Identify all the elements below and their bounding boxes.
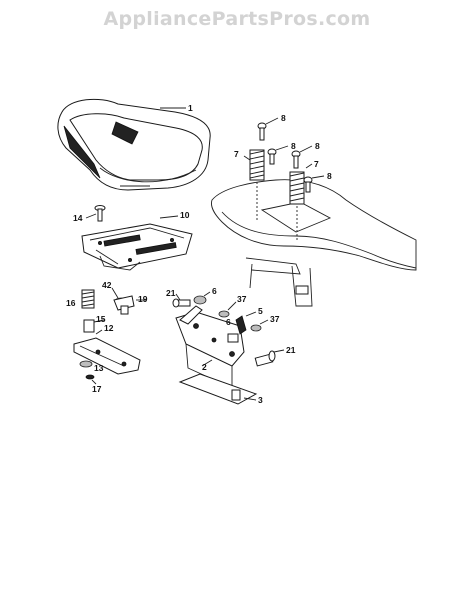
suspension-spring-left[interactable] xyxy=(249,149,265,220)
slide-bracket[interactable] xyxy=(73,337,141,375)
callout-13: 13 xyxy=(94,363,104,373)
bushing[interactable] xyxy=(83,319,95,333)
carriage-bolt[interactable] xyxy=(94,205,106,222)
callout-7-right: 7 xyxy=(314,159,319,169)
spring-bolt-4[interactable] xyxy=(303,176,313,193)
lock-nut[interactable] xyxy=(79,360,93,368)
callout-8-1: 8 xyxy=(281,113,286,123)
callout-12: 12 xyxy=(104,323,114,333)
callout-7-left: 7 xyxy=(234,149,239,159)
adjustment-knob[interactable] xyxy=(113,295,135,315)
fender-deck xyxy=(211,179,417,307)
callout-1: 1 xyxy=(188,103,193,113)
spring-bolt-2[interactable] xyxy=(267,148,277,165)
callout-8-3: 8 xyxy=(315,141,320,151)
base-plate[interactable] xyxy=(178,373,258,405)
watermark: AppliancePartsPros.com xyxy=(103,8,371,30)
callout-8-2: 8 xyxy=(291,141,296,151)
spring-bolt-1[interactable] xyxy=(257,122,267,141)
callout-21-left: 21 xyxy=(166,288,176,298)
callout-10: 10 xyxy=(180,210,190,220)
seat-hinge-bracket[interactable] xyxy=(175,305,245,389)
seat-latch[interactable] xyxy=(227,315,247,343)
flange-nut[interactable] xyxy=(193,295,207,305)
nut-37-lower[interactable] xyxy=(250,324,262,332)
suspension-spring-right[interactable] xyxy=(289,171,305,240)
callout-5: 5 xyxy=(258,306,263,316)
callout-15: 15 xyxy=(96,314,106,324)
shoulder-bolt-right[interactable] xyxy=(254,350,276,367)
seat-spring[interactable] xyxy=(81,289,95,309)
spring-bolt-3[interactable] xyxy=(291,150,301,169)
callout-42: 42 xyxy=(102,280,112,290)
callout-16: 16 xyxy=(66,298,76,308)
nut-37-upper[interactable] xyxy=(218,310,230,318)
seat[interactable] xyxy=(57,98,211,191)
callout-37-lower: 37 xyxy=(270,314,280,324)
seat-pan[interactable] xyxy=(81,223,193,271)
callout-21-right: 21 xyxy=(286,345,296,355)
callout-6-top: 6 xyxy=(212,286,217,296)
hex-nut[interactable] xyxy=(85,374,95,380)
callout-19: 19 xyxy=(138,294,148,304)
callout-3: 3 xyxy=(258,395,263,405)
callout-8-4: 8 xyxy=(327,171,332,181)
callout-17: 17 xyxy=(92,384,102,394)
shoulder-bolt-left[interactable] xyxy=(172,298,191,308)
callout-14: 14 xyxy=(73,213,83,223)
callout-37-upper: 37 xyxy=(237,294,247,304)
callout-6-mid: 6 xyxy=(226,317,231,327)
callout-2: 2 xyxy=(202,362,207,372)
